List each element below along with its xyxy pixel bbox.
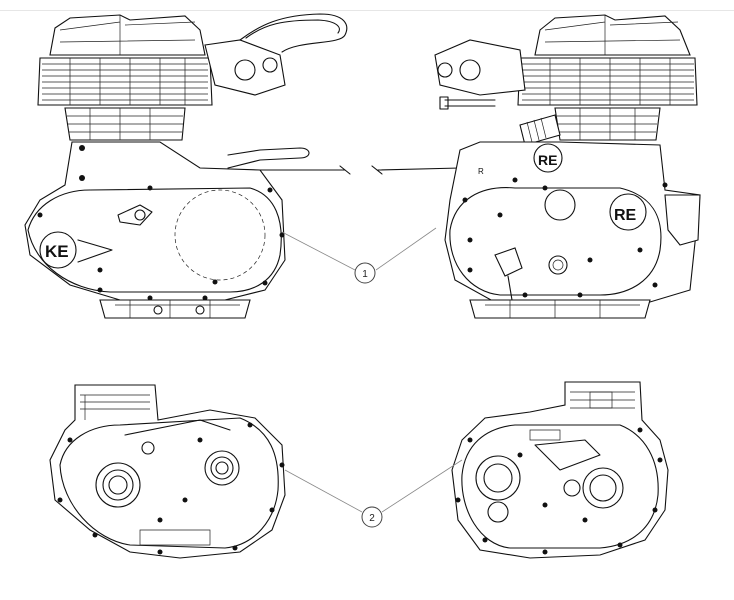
re-logo-text-upper: RE [538,152,557,168]
top-border-line [0,10,734,11]
crankcase-half-right [451,381,669,559]
engine-left-side-view: KE [24,13,351,319]
ke-logo-text: KE [45,242,69,261]
callout-2: 2 [284,459,463,528]
callout-1-label: 1 [362,269,368,280]
callout-2-circle [361,506,383,528]
callout-2-label: 2 [369,513,375,524]
re-logo-text-cover: RE [614,207,637,224]
callout-2-leader-left [284,469,363,513]
callout-1: 1 [281,227,437,284]
r-mark-text: R [478,167,484,176]
engine-right-side-view: RE RE R [371,14,701,319]
callout-1-circle [354,262,376,284]
callout-2-leader-right [381,459,463,513]
callout-1-leader-right [375,227,437,271]
callout-1-leader-left [281,231,356,271]
crankcase-half-left [49,384,286,559]
